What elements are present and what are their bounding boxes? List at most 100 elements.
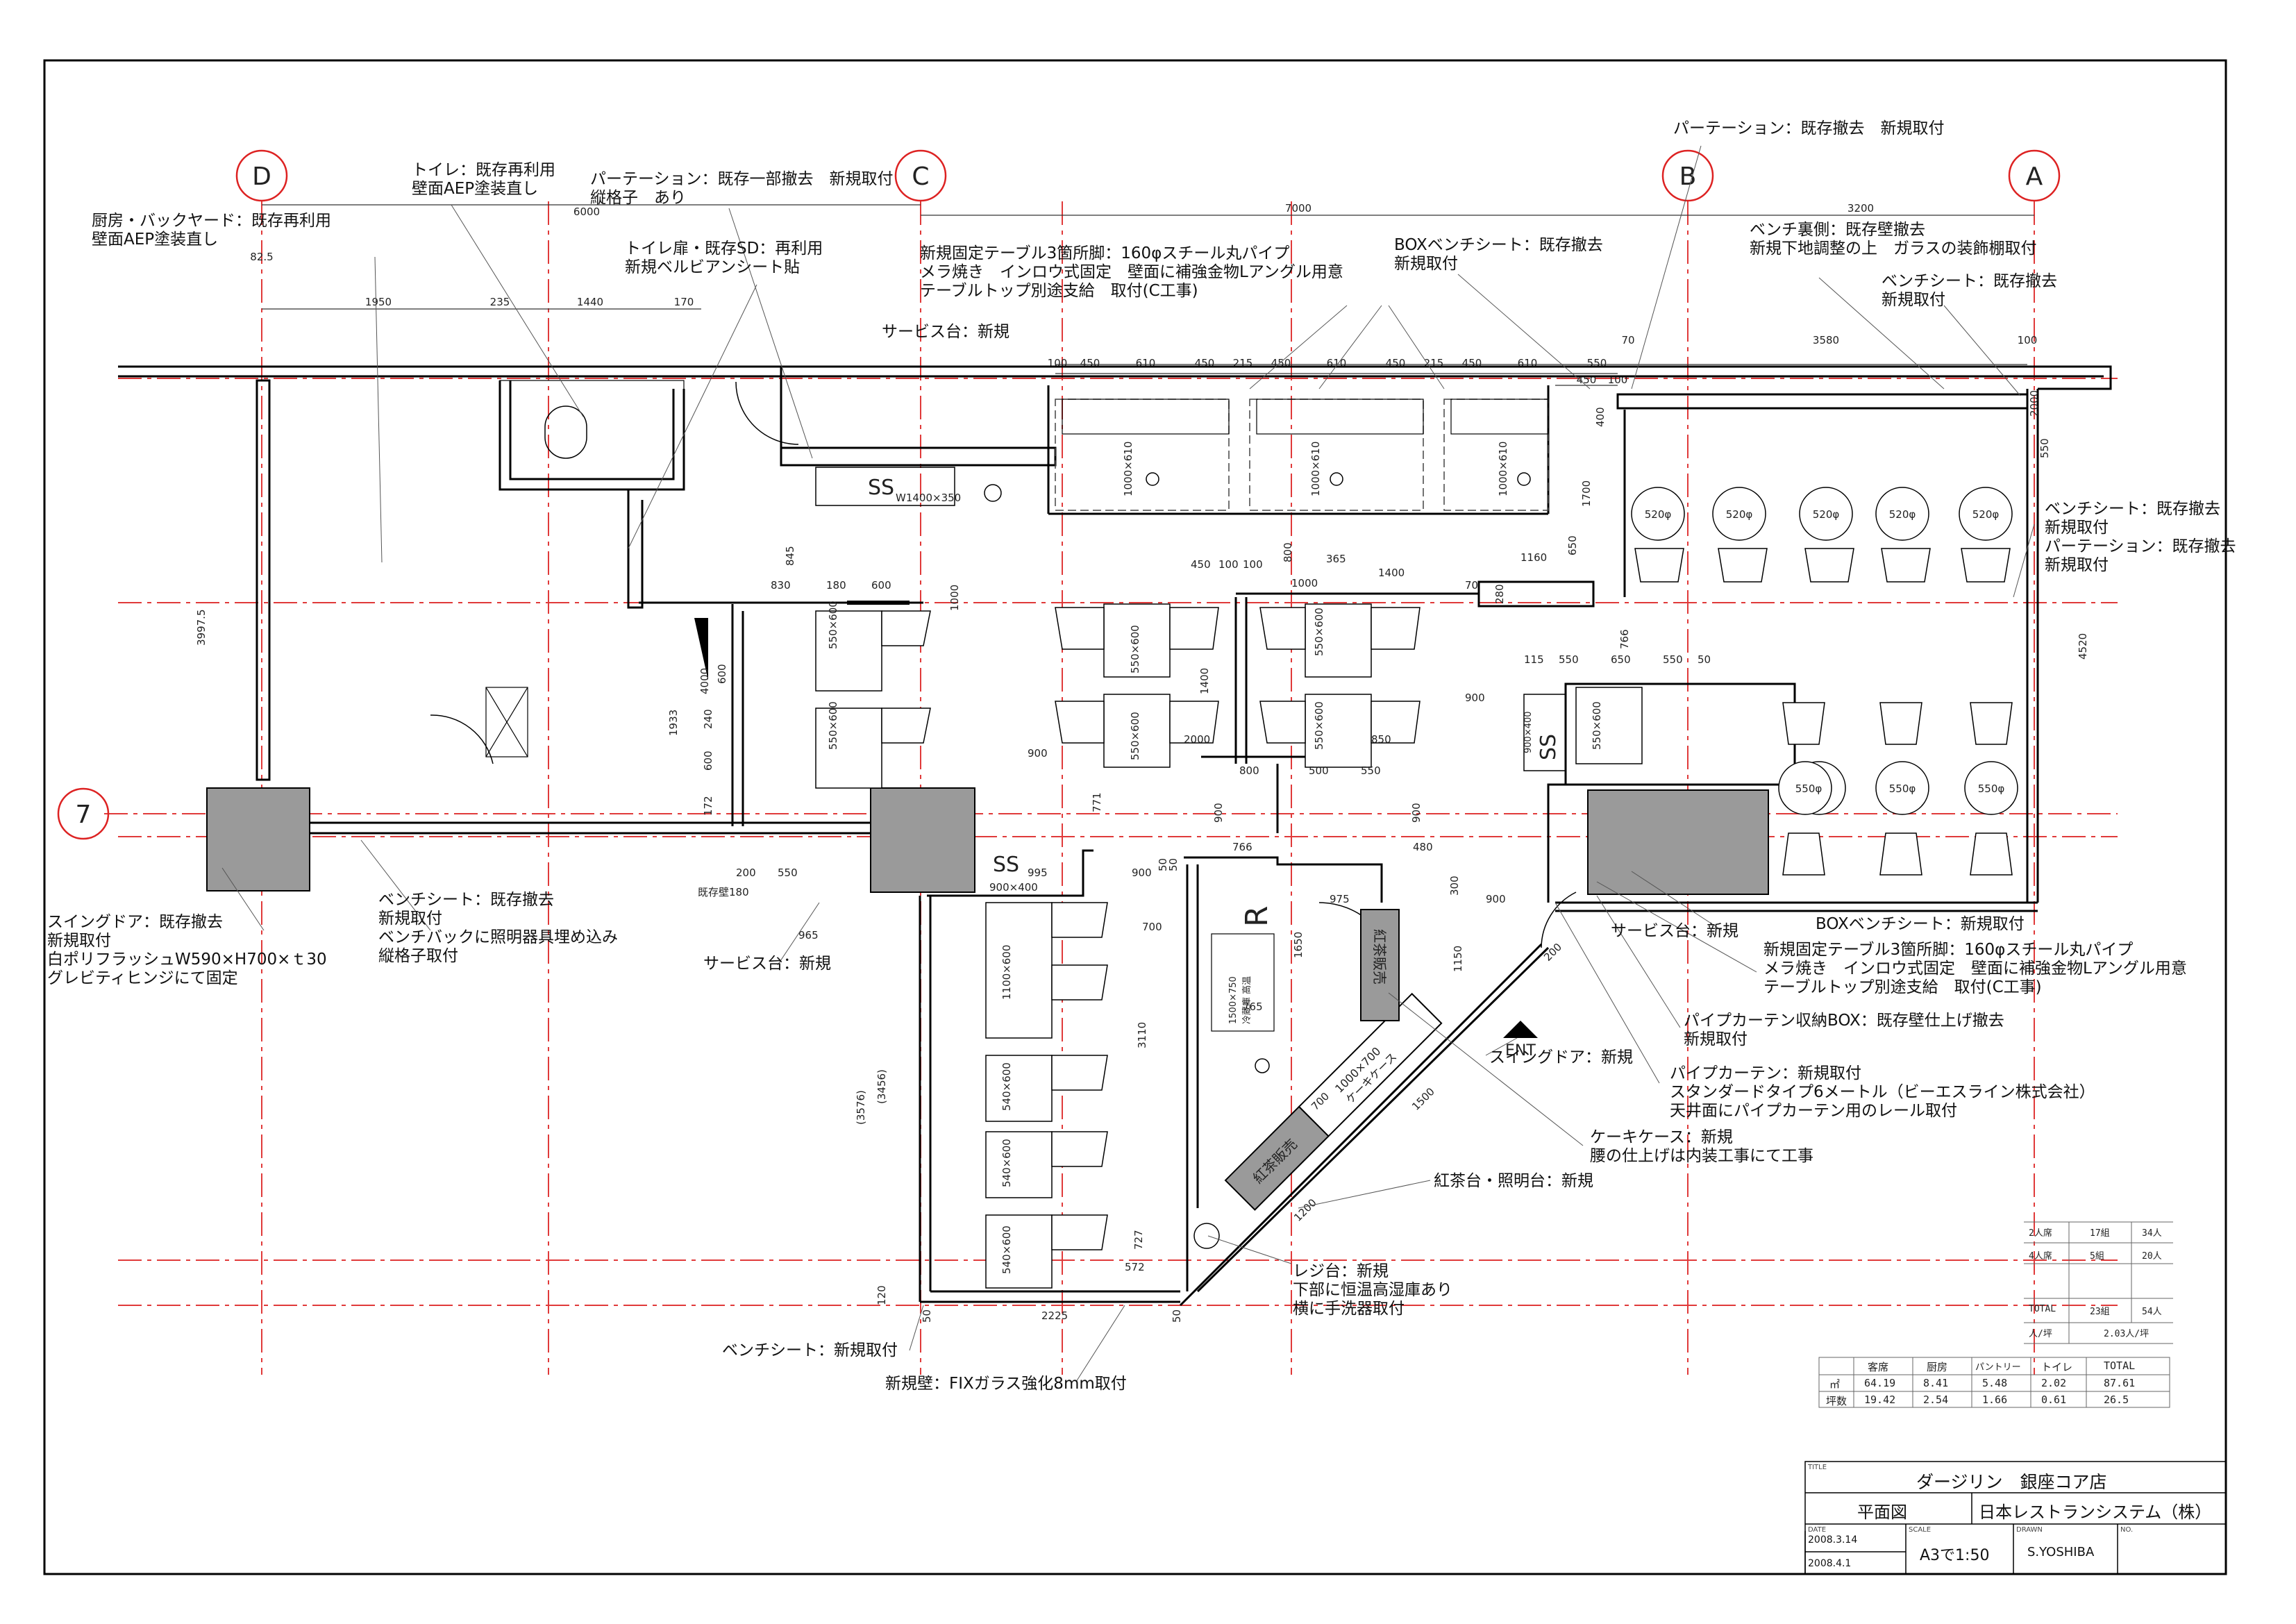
table-label-mid-3: 550×600: [1129, 625, 1141, 673]
seat-row2-groups: 5組: [2090, 1251, 2104, 1262]
note-partition-partial: パーテーション：既存一部撤去 新規取付 縦格子 あり: [590, 170, 894, 207]
note-toilet-door: トイレ扉・既存SD：再利用 新規ベルビアンシート貼: [625, 240, 823, 276]
title-block: [1804, 1461, 2227, 1575]
note-fix-glass: 新規壁：FIXガラス強化8mm取付: [885, 1375, 1127, 1393]
round-table-label-4: 520φ: [1889, 508, 1916, 521]
dim-845: 845: [784, 546, 796, 566]
dim-480: 480: [1413, 841, 1433, 853]
dim-50c: 50: [1167, 858, 1180, 871]
kitchen-wall-tiles: [256, 380, 270, 780]
dim-50e: 50: [1157, 858, 1169, 871]
dim-900a: 900: [1028, 747, 1048, 760]
dim-50d: 50: [1698, 653, 1711, 666]
cake-case: [1298, 992, 1443, 1137]
table-label-mid-2: 550×600: [827, 701, 839, 750]
dim-550a: 550: [778, 867, 798, 879]
dim-100b: 100: [1243, 558, 1263, 571]
ss-label-upper: SS: [868, 476, 894, 500]
note-bench-seat-top: ベンチシート：既存撤去 新規取付: [1882, 272, 2057, 309]
table-label-mid-6: 550×600: [1313, 701, 1325, 750]
dim-82-5: 82.5: [250, 251, 273, 263]
dim-180b: 既存壁180: [698, 886, 749, 898]
table-mid-7: [1575, 687, 1643, 764]
door-swing-kitchen: [430, 714, 494, 764]
cold-storage-label: 冷蔵庫 高温: [1241, 976, 1252, 1024]
chairs-row-top: [1634, 548, 2011, 583]
entrance-arrow-icon: [1503, 1021, 1538, 1038]
table-top-1: [1055, 399, 1230, 511]
dim-850: 850: [1371, 733, 1391, 746]
area-tsubo-total: 26.5: [2104, 1393, 2129, 1406]
dim-766b: 766: [1618, 629, 1631, 649]
note-cake-case: ケーキケース：新規 腰の仕上げは内装工事にて工事: [1590, 1128, 1813, 1165]
note-swing-door-left: スイングドア：既存撤去 新規取付 白ポリフラッシュW590×H700×ｔ30 グ…: [47, 913, 327, 987]
dim-280: 280: [1493, 584, 1506, 604]
project-name: ダージリン 銀座コア店: [1916, 1472, 2107, 1492]
leader-lines: [221, 145, 2035, 1382]
table-label-front-4: 540×600: [1000, 1225, 1013, 1274]
area-sqm-pantry: 5.48: [1982, 1377, 2008, 1389]
round-table-2: [1712, 487, 1766, 541]
area-tsubo-seats: 19.42: [1864, 1393, 1896, 1406]
table-label-mid-5: 550×600: [1313, 608, 1325, 656]
area-tsubo-kitchen: 2.54: [1923, 1393, 1949, 1406]
round-table-8: [1964, 761, 2018, 815]
cold-storage-size: 1500×750: [1228, 976, 1239, 1024]
note-tea-counter: 紅茶台・照明台：新規: [1434, 1172, 1593, 1190]
dim-900e: 900: [1486, 893, 1506, 905]
note-bench-seat-left: ベンチシート：既存撤去 新規取付 ベンチバックに照明器具埋め込み 縦格子取付: [378, 891, 618, 965]
dim-1950: 1950: [365, 296, 392, 308]
entrance-label: ENT: [1505, 1042, 1536, 1060]
dim-450: 450: [1191, 558, 1211, 571]
dim-650: 650: [1566, 535, 1579, 555]
dim-700a: 700: [1142, 921, 1162, 933]
table-mid-4: [1103, 694, 1171, 768]
table-top-3: [1443, 399, 1549, 511]
column-7-d: [206, 787, 310, 891]
kitchen-cabinet: [485, 687, 528, 757]
area-header-kitchen: 厨房: [1927, 1361, 1948, 1373]
cold-storage: [1211, 933, 1275, 1032]
dim-1000: 1000: [1291, 577, 1318, 589]
top-dimension-lines: [262, 204, 2034, 386]
dim-3110: 3110: [1136, 1022, 1148, 1048]
drawing-frame: [43, 59, 2227, 1575]
dim-900f: 900: [1132, 867, 1152, 879]
area-sqm-label: ㎡: [1829, 1378, 1841, 1391]
dim-4000: 4000: [698, 668, 711, 694]
area-header-seats: 客席: [1868, 1361, 1889, 1373]
dim-6000: 6000: [573, 206, 600, 218]
dim-235: 235: [490, 296, 510, 308]
dim-7000: 7000: [1285, 202, 1312, 215]
seat-row2-people: 20人: [2142, 1251, 2162, 1262]
dim-3997-5: 3997.5: [195, 610, 208, 646]
dim-550e: 550: [2038, 438, 2051, 458]
note-kitchen-backyard: 厨房・バックヤード：既存再利用 壁面AEP塗装直し: [92, 212, 331, 249]
table-top-2: [1249, 399, 1424, 511]
drawn-by: S.YOSHIBA: [2027, 1545, 2095, 1559]
area-header-toilet: トイレ: [2041, 1361, 2073, 1373]
dim-2225: 2225: [1041, 1309, 1068, 1322]
seat-row2-type: 4人席: [2029, 1251, 2052, 1262]
dim-600c: 600: [702, 751, 714, 771]
axis-bubble-7: [57, 787, 110, 840]
table-label-top-2: 1000×610: [1309, 442, 1322, 496]
date-1: 2008.3.14: [1808, 1534, 1858, 1546]
table-label-front-1: 1100×600: [1000, 945, 1013, 1000]
sink-icon: [1255, 1058, 1270, 1073]
dim-1000b: 1000: [948, 585, 961, 611]
dim-200b: 200: [1541, 941, 1564, 964]
round-table-7: [1875, 761, 1929, 815]
round-table-label-1: 520φ: [1645, 508, 1672, 521]
dim-2000: 2000: [1184, 733, 1210, 746]
dim-1400b: 1400: [1198, 668, 1211, 694]
area-tsubo-label: 坪数: [1826, 1395, 1847, 1407]
drawing-name: 平面図: [1857, 1502, 1907, 1522]
table-mid-1: [815, 610, 882, 692]
ss-size-right: 900×400: [1523, 711, 1534, 753]
dim-995: 995: [1028, 867, 1048, 879]
table-label-mid-7: 550×600: [1591, 701, 1603, 750]
dim-115: 115: [1524, 653, 1544, 666]
round-table-label-7: 550φ: [1889, 782, 1916, 795]
